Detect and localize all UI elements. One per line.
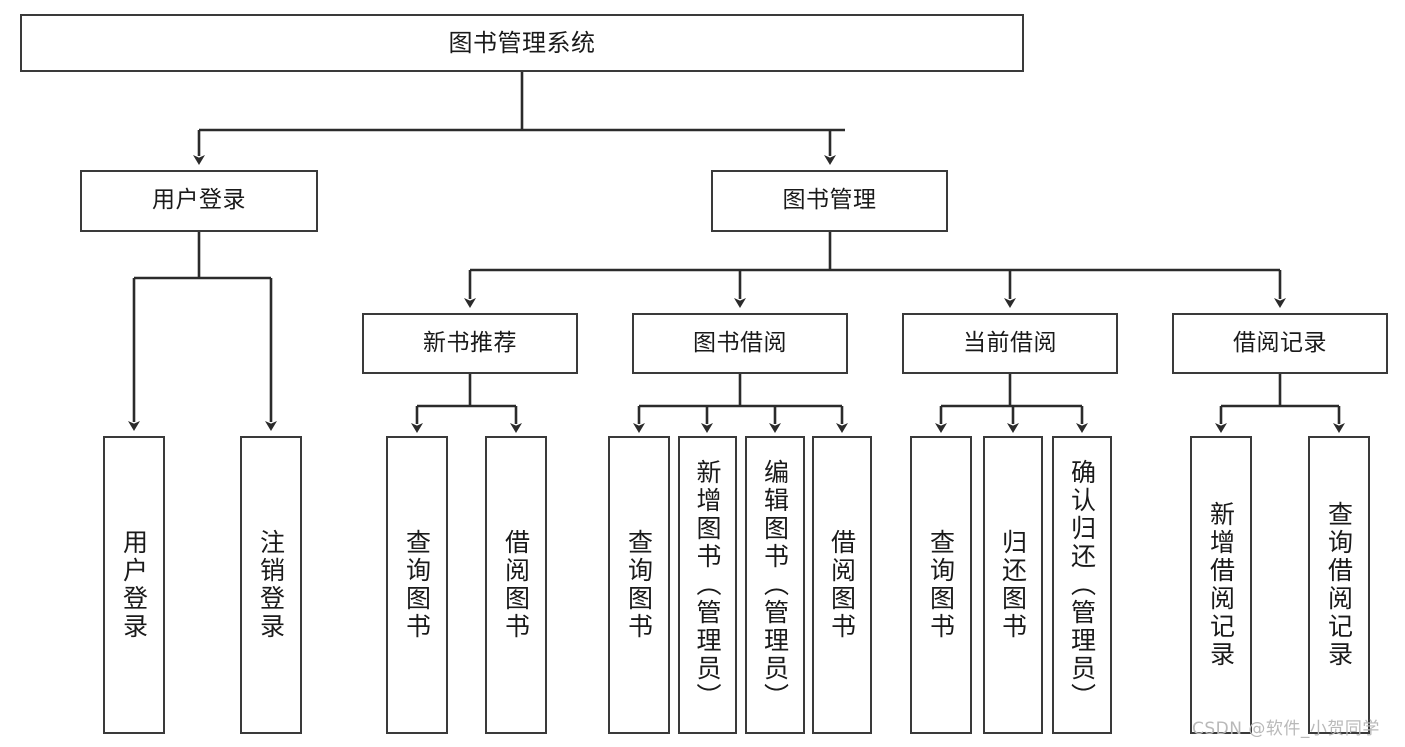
leaf-user-login-label: 用户登录 <box>119 529 149 641</box>
csdn-watermark: CSDN @软件_小贺同学 <box>1192 719 1380 739</box>
leaf-add-book-label: 新增图书（管理员） <box>693 459 722 711</box>
leaf-return-book-label: 归还图书 <box>998 529 1028 641</box>
node-borrow-record-label: 借阅记录 <box>1233 329 1327 356</box>
leaf-query-book-1-label: 查询图书 <box>402 529 432 641</box>
leaf-borrow-book-1[interactable]: 借阅图书 <box>485 436 547 734</box>
node-root[interactable]: 图书管理系统 <box>20 14 1024 72</box>
leaf-query-book-1[interactable]: 查询图书 <box>386 436 448 734</box>
node-new-book-recommend-label: 新书推荐 <box>423 329 517 356</box>
node-book-borrow-label: 图书借阅 <box>693 329 787 356</box>
node-book-borrow[interactable]: 图书借阅 <box>632 313 848 374</box>
leaf-return-book[interactable]: 归还图书 <box>983 436 1043 734</box>
node-borrow-record[interactable]: 借阅记录 <box>1172 313 1388 374</box>
leaf-query-record-label: 查询借阅记录 <box>1324 501 1354 669</box>
leaf-query-book-2[interactable]: 查询图书 <box>608 436 670 734</box>
leaf-borrow-book-2-label: 借阅图书 <box>827 529 857 641</box>
leaf-logout[interactable]: 注销登录 <box>240 436 302 734</box>
leaf-query-book-2-label: 查询图书 <box>624 529 654 641</box>
node-book-manage[interactable]: 图书管理 <box>711 170 948 232</box>
leaf-borrow-book-1-label: 借阅图书 <box>501 529 531 641</box>
node-new-book-recommend[interactable]: 新书推荐 <box>362 313 578 374</box>
node-user-login-label: 用户登录 <box>152 187 246 214</box>
leaf-query-record[interactable]: 查询借阅记录 <box>1308 436 1370 734</box>
leaf-confirm-return[interactable]: 确认归还（管理员） <box>1052 436 1112 734</box>
leaf-edit-book-label: 编辑图书（管理员） <box>760 459 790 711</box>
leaf-user-login[interactable]: 用户登录 <box>103 436 165 734</box>
leaf-add-book[interactable]: 新增图书（管理员） <box>678 436 737 734</box>
node-user-login[interactable]: 用户登录 <box>80 170 318 232</box>
node-book-manage-label: 图书管理 <box>782 187 877 214</box>
leaf-logout-label: 注销登录 <box>256 529 286 641</box>
leaf-borrow-book-2[interactable]: 借阅图书 <box>812 436 872 734</box>
leaf-query-book-3-label: 查询图书 <box>926 529 956 641</box>
leaf-query-book-3[interactable]: 查询图书 <box>910 436 972 734</box>
leaf-edit-book[interactable]: 编辑图书（管理员） <box>745 436 805 734</box>
node-current-borrow[interactable]: 当前借阅 <box>902 313 1118 374</box>
leaf-confirm-return-label: 确认归还（管理员） <box>1067 459 1097 711</box>
leaf-add-record-label: 新增借阅记录 <box>1206 501 1236 669</box>
node-current-borrow-label: 当前借阅 <box>963 329 1057 356</box>
node-root-label: 图书管理系统 <box>448 28 596 57</box>
leaf-add-record[interactable]: 新增借阅记录 <box>1190 436 1252 734</box>
